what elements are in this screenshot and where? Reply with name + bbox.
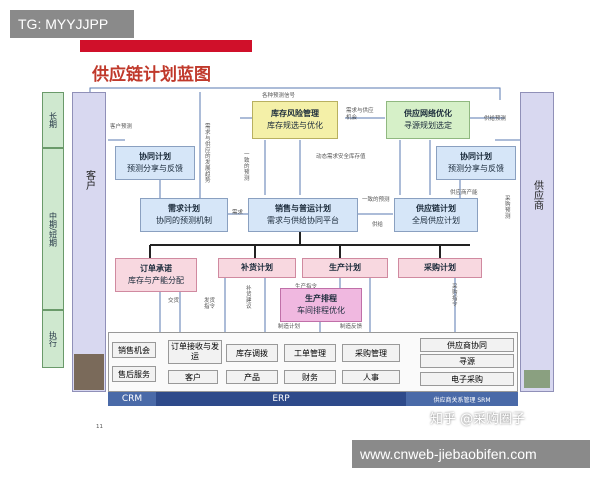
master-hr: 人事 <box>342 370 400 384</box>
exec-e-procurement: 电子采购 <box>420 372 514 386</box>
title-accent-bar <box>80 40 252 52</box>
note-recent-forecast: 一致的预测 <box>244 152 250 183</box>
srm-bar: 供应商关系管理 SRM <box>406 392 518 406</box>
inventory-risk-box: 库存风险管理 库存规选与优化 <box>252 101 338 139</box>
note-mfg-plan: 制造计划 <box>278 324 301 330</box>
demand-plan-box: 需求计划 协同的预测机制 <box>140 198 228 232</box>
scp-title: 供应链计划 <box>416 204 456 213</box>
customer-column <box>72 92 106 392</box>
master-finance: 财务 <box>284 370 336 384</box>
collab-right-sub: 预测分享与反馈 <box>448 164 504 173</box>
note-supply: 供给 <box>372 222 384 228</box>
network-opt-sub: 寻源规划选定 <box>404 121 452 130</box>
master-product: 产品 <box>226 370 278 384</box>
note-supply-req: 需求与供应机会 <box>346 108 374 122</box>
collab-right-title: 协同计划 <box>460 152 492 161</box>
purchase-title: 采购计划 <box>424 263 456 272</box>
demand-plan-sub: 协同的预测机制 <box>156 216 212 225</box>
note-mfg-feedback: 制造反馈 <box>340 324 363 330</box>
supplier-photo <box>524 370 550 388</box>
note-supplier-forecast: 供给预测 <box>484 116 507 122</box>
supplier-column <box>520 92 554 392</box>
exec-sales-opp: 销售机会 <box>112 342 156 358</box>
collab-plan-right-box: 协同计划 预测分享与反馈 <box>436 146 516 180</box>
note-supplier-req: 需求 <box>232 210 244 216</box>
note-demand-signal: 动态需求安全库存值 <box>316 154 366 160</box>
note-dispatch: 发货指令 <box>204 298 216 311</box>
sop-box: 销售与普运计划 需求与供给协同平台 <box>248 198 358 232</box>
purchase-box: 采购计划 <box>398 258 482 278</box>
note-customer-forecast: 客户预测 <box>110 124 133 130</box>
exec-supplier-collab: 供应商协同 <box>420 338 514 352</box>
erp-bar: ERP <box>156 392 406 406</box>
replenish-title: 补货计划 <box>241 263 273 272</box>
exec-inventory-transfer: 库存调拨 <box>226 344 278 362</box>
note-purchase-forecast: 采购预测 <box>505 196 511 221</box>
exec-after-sales: 售后服务 <box>112 366 156 382</box>
note-purchase-cmd: 采购指令 <box>452 284 458 309</box>
collab-left-sub: 预测分享与反馈 <box>127 164 183 173</box>
time-band-exec: 执行 <box>42 310 64 368</box>
exec-order-fulfil: 订单接收与发运 <box>168 340 222 364</box>
scp-box: 供应链计划 全局供应计划 <box>394 198 478 232</box>
network-opt-title: 供应网络优化 <box>404 109 452 118</box>
collab-left-title: 协同计划 <box>139 152 171 161</box>
network-opt-box: 供应网络优化 寻源规划选定 <box>386 101 470 139</box>
order-promise-sub: 库存与产能分配 <box>128 276 184 285</box>
note-delivery: 交货 <box>168 298 180 304</box>
exec-work-order: 工单管理 <box>284 344 336 362</box>
production-box: 生产计划 <box>302 258 388 278</box>
note-prod-cmd: 生产指令 <box>295 284 318 290</box>
supplier-label: 供应商 <box>531 180 543 210</box>
time-band-mid: 中期/短期 <box>42 148 64 310</box>
note-replenish-advice: 补货建议 <box>246 286 252 311</box>
demand-plan-title: 需求计划 <box>168 204 200 213</box>
time-band-long: 长期 <box>42 92 64 148</box>
production-title: 生产计划 <box>329 263 361 272</box>
exec-purchase-mgmt: 采购管理 <box>342 344 400 362</box>
inventory-risk-title: 库存风险管理 <box>271 109 319 118</box>
master-customer: 客户 <box>168 370 218 384</box>
replenish-box: 补货计划 <box>218 258 296 278</box>
scheduling-title: 生产排程 <box>305 294 337 303</box>
note-top-arrow: 各种预测信号 <box>262 93 296 99</box>
sop-sub: 需求与供给协同平台 <box>267 216 339 225</box>
note-req-mid: 需求与供应的发展趋势 <box>205 124 211 185</box>
inventory-risk-sub: 库存规选与优化 <box>267 121 323 130</box>
zhihu-watermark: 知乎 @采购圈子 <box>430 412 526 427</box>
order-promise-title: 订单承诺 <box>140 264 172 273</box>
crm-bar: CRM <box>108 392 156 406</box>
diagram-title: 供应链计划蓝图 <box>92 65 211 85</box>
watermark-tag: TG: MYYJJPP <box>10 10 134 38</box>
collab-plan-left-box: 协同计划 预测分享与反馈 <box>115 146 195 180</box>
page-number: 11 <box>96 424 103 430</box>
note-one-forecast: 一致的预测 <box>362 197 390 203</box>
note-capacity-sharing: 供应商产能 <box>450 190 478 196</box>
scheduling-sub: 车间排程优化 <box>297 306 345 315</box>
scp-sub: 全局供应计划 <box>412 216 460 225</box>
order-promise-box: 订单承诺 库存与产能分配 <box>115 258 197 292</box>
customer-photo <box>74 354 104 390</box>
exec-sourcing: 寻源 <box>420 354 514 368</box>
sop-title: 销售与普运计划 <box>275 204 331 213</box>
bottom-watermark: www.cnweb-jiebaobifen.com <box>352 440 590 468</box>
scheduling-box: 生产排程 车间排程优化 <box>280 288 362 322</box>
customer-label: 客户 <box>83 170 95 190</box>
